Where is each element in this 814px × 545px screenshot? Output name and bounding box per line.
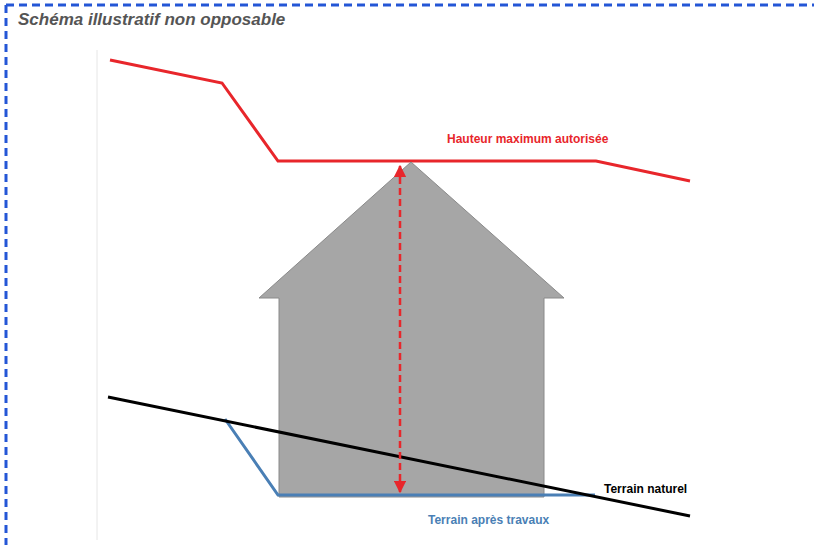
natural-terrain-label: Terrain naturel xyxy=(604,482,687,496)
height-arrow xyxy=(399,166,402,492)
terrain-after-label: Terrain après travaux xyxy=(428,513,549,527)
frame-border xyxy=(6,4,814,7)
terrain-after-line xyxy=(225,419,595,495)
frame-border xyxy=(5,5,8,545)
panel-edge xyxy=(97,50,98,540)
max-height-label: Hauteur maximum autorisée xyxy=(447,132,608,146)
max-height-line xyxy=(110,60,690,181)
diagram-title: Schéma illustratif non opposable xyxy=(18,10,285,30)
house-shape xyxy=(259,162,564,497)
